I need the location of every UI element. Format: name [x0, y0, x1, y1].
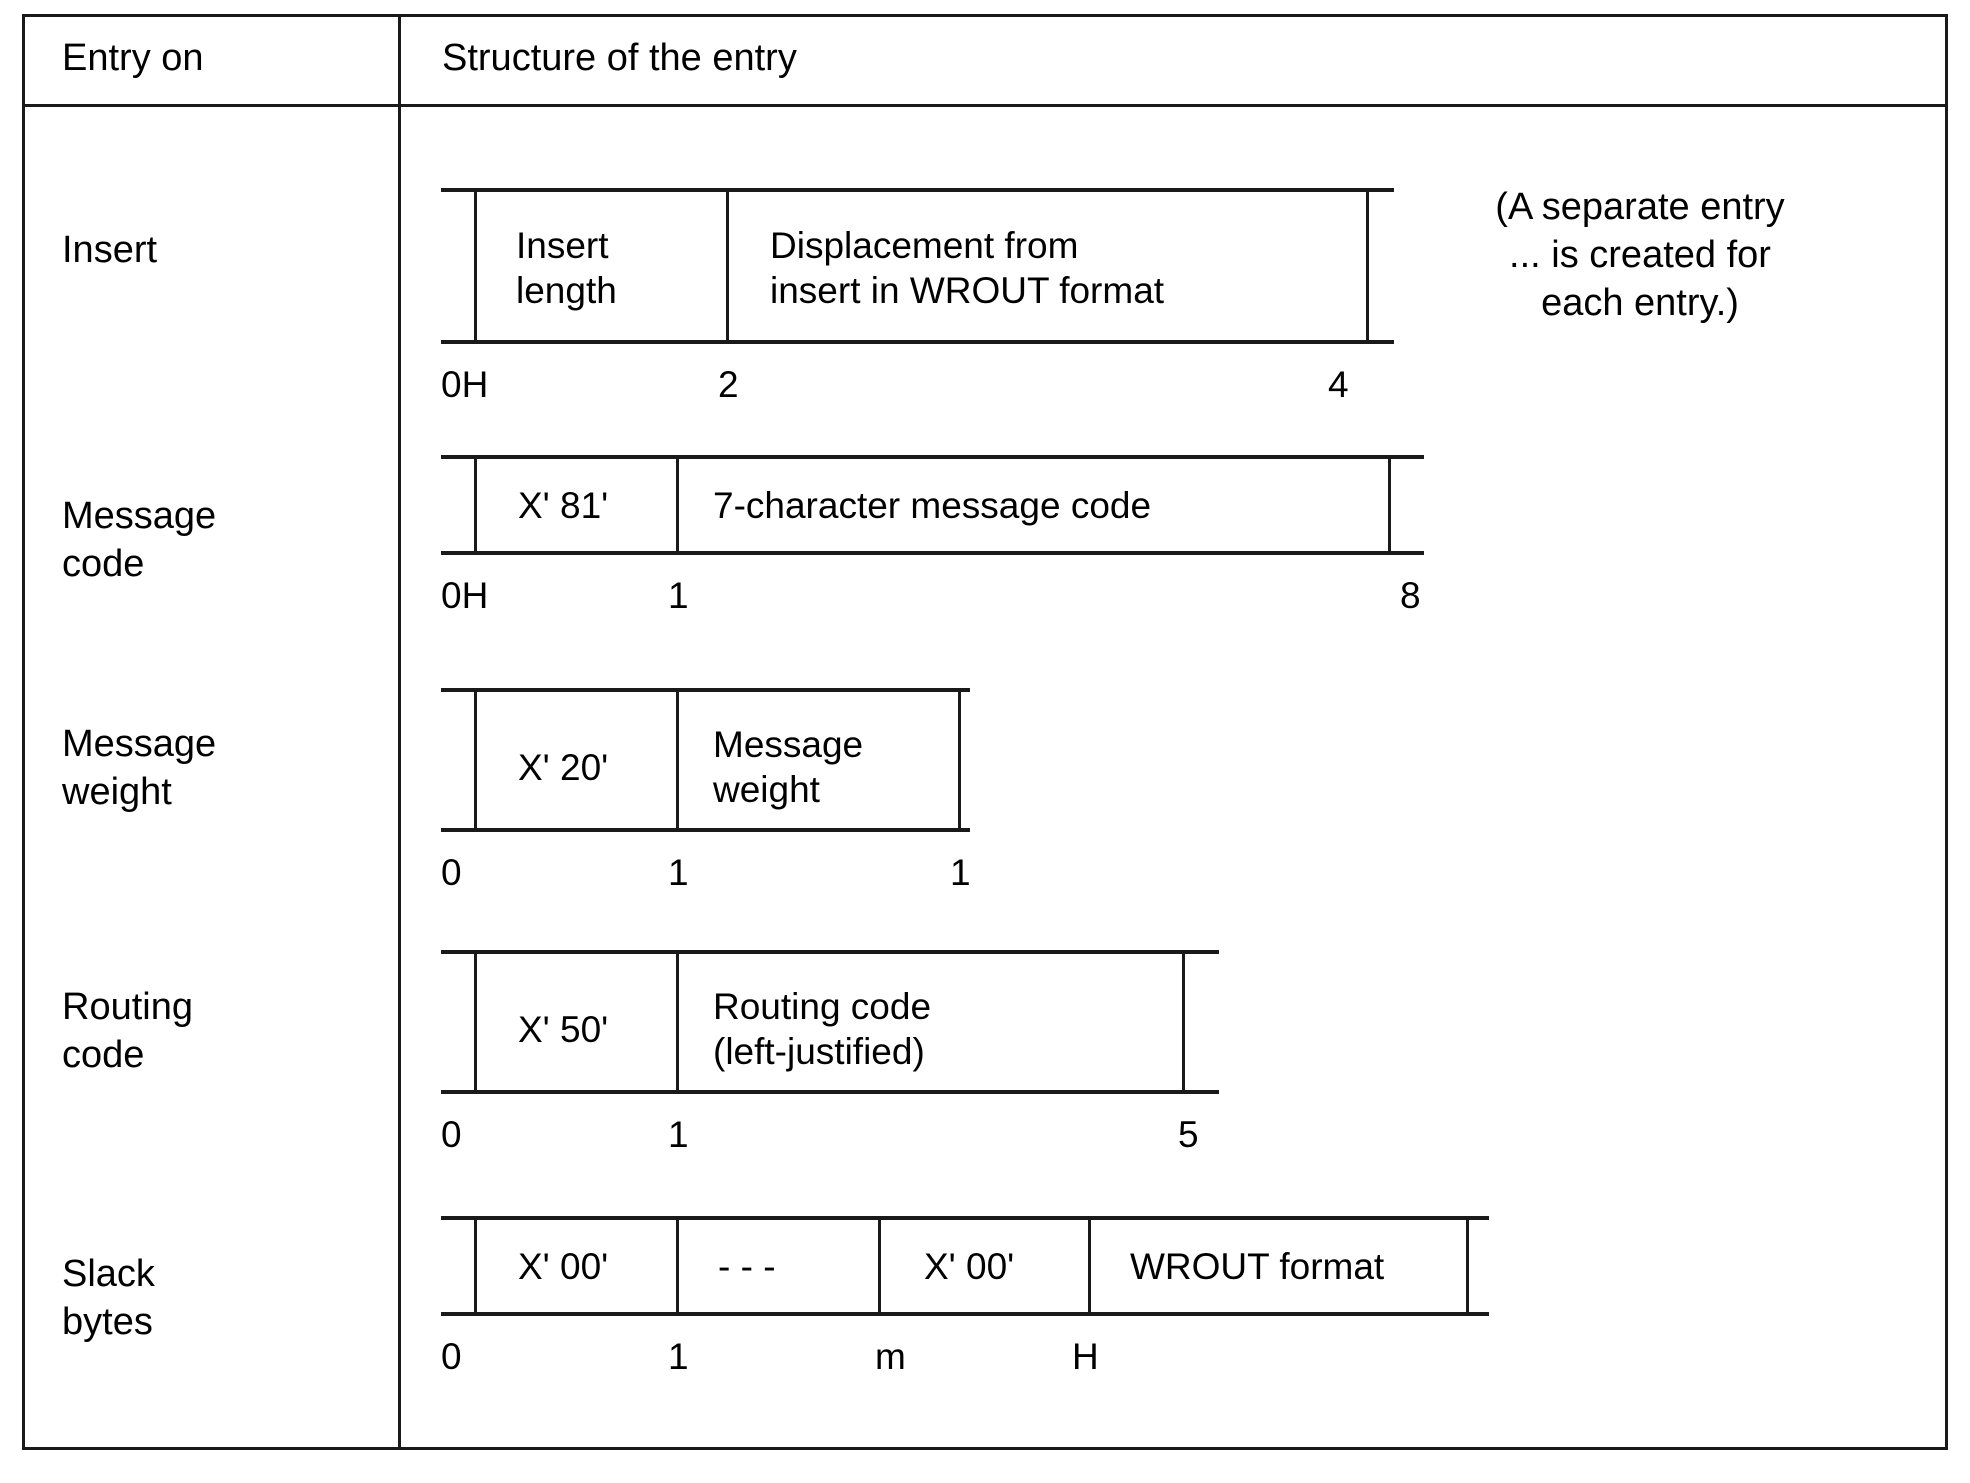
insert-offset-2: 4	[1328, 364, 1349, 405]
msgcode-vline-0	[474, 455, 477, 555]
routing-offset-1: 1	[668, 1114, 689, 1155]
msgcode-top-rule	[441, 455, 1424, 459]
slack-field-0: X' 00'	[518, 1246, 609, 1287]
msgweight-vline-0	[474, 688, 477, 832]
msgweight-field-0: X' 20'	[518, 747, 609, 788]
msgcode-offset-1: 1	[668, 575, 689, 616]
insert-vline-1	[726, 188, 729, 344]
msgweight-vline-2	[958, 688, 961, 832]
msgcode-field-0: X' 81'	[518, 485, 609, 526]
slack-vline-3	[1088, 1216, 1091, 1316]
msgcode-bottom-rule	[441, 551, 1424, 555]
slack-vline-4	[1466, 1216, 1469, 1316]
routing-vline-2	[1182, 950, 1185, 1094]
insert-offset-0: 0H	[441, 364, 489, 405]
insert-vline-0	[474, 188, 477, 344]
insert-field-1: Displacement from insert in WROUT format	[770, 225, 1165, 311]
row-label-message-code: Message code	[62, 495, 217, 585]
slack-offset-2: m	[875, 1336, 906, 1377]
header-structure-of-entry: Structure of the entry	[442, 37, 797, 79]
table-outer-frame	[22, 14, 1948, 1450]
slack-top-rule	[441, 1216, 1489, 1220]
msgcode-offset-0: 0H	[441, 575, 489, 616]
row-label-message-weight: Message weight	[62, 723, 217, 813]
slack-field-2: X' 00'	[924, 1246, 1015, 1287]
msgweight-bottom-rule	[441, 828, 970, 832]
msgcode-offset-2: 8	[1400, 575, 1421, 616]
insert-offset-1: 2	[718, 364, 739, 405]
slack-vline-1	[676, 1216, 679, 1316]
msgweight-offset-1: 1	[668, 852, 689, 893]
row-label-slack-bytes: Slack bytes	[62, 1253, 155, 1343]
msgweight-vline-1	[676, 688, 679, 832]
header-entry-on: Entry on	[62, 37, 204, 79]
msgweight-offset-0: 0	[441, 852, 462, 893]
routing-vline-0	[474, 950, 477, 1094]
routing-offset-2: 5	[1178, 1114, 1199, 1155]
slack-offset-1: 1	[668, 1336, 689, 1377]
slack-vline-0	[474, 1216, 477, 1316]
routing-offset-0: 0	[441, 1114, 462, 1155]
slack-vline-2	[878, 1216, 881, 1316]
insert-top-rule	[441, 188, 1394, 192]
slack-field-3: WROUT format	[1130, 1246, 1385, 1287]
routing-vline-1	[676, 950, 679, 1094]
msgcode-field-1: 7-character message code	[713, 485, 1152, 526]
slack-offset-3: H	[1072, 1336, 1099, 1377]
slack-bottom-rule	[441, 1312, 1489, 1316]
msgcode-vline-2	[1388, 455, 1391, 555]
msgcode-vline-1	[676, 455, 679, 555]
routing-field-1: Routing code (left-justified)	[713, 986, 932, 1072]
msgweight-field-1: Message weight	[713, 724, 864, 810]
row-label-insert: Insert	[62, 229, 158, 271]
routing-bottom-rule	[441, 1090, 1219, 1094]
row-label-routing-code: Routing code	[62, 986, 193, 1076]
slack-offset-0: 0	[441, 1336, 462, 1377]
side-note-separate-entry: (A separate entry ... is created for eac…	[1495, 186, 1785, 324]
insert-bottom-rule	[441, 340, 1394, 344]
msgweight-offset-2: 1	[950, 852, 971, 893]
msgweight-top-rule	[441, 688, 970, 692]
insert-vline-2	[1366, 188, 1369, 344]
header-separator-rule	[22, 104, 1948, 107]
routing-field-0: X' 50'	[518, 1009, 609, 1050]
insert-field-0: Insert length	[516, 225, 617, 311]
slack-field-1: - - -	[718, 1246, 776, 1287]
column-divider-rule	[398, 14, 401, 1450]
routing-top-rule	[441, 950, 1219, 954]
